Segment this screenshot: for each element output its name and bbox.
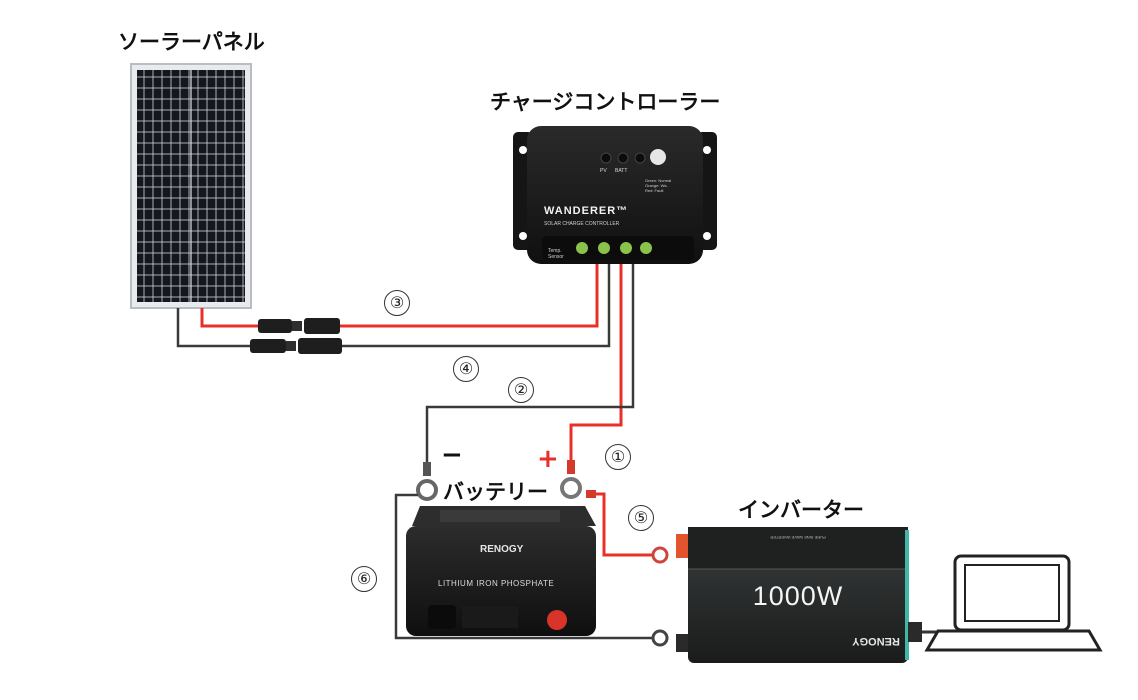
wire-number-6: ⑥ bbox=[351, 566, 377, 592]
wire-number-3: ③ bbox=[384, 290, 410, 316]
solar-panel bbox=[130, 63, 252, 309]
wire-number-4: ④ bbox=[453, 356, 479, 382]
wire-5-positive bbox=[596, 492, 669, 564]
plus-sign: + bbox=[537, 444, 559, 474]
solar-panel-label: ソーラーパネル bbox=[118, 30, 265, 54]
wire-6-negative bbox=[394, 493, 669, 647]
status-line-2: Orange: Wa.. bbox=[645, 183, 669, 188]
charge-controller-label: チャージコントローラー bbox=[490, 90, 721, 114]
mc4-connector-negative bbox=[250, 338, 342, 354]
inverter-rating: 1000W bbox=[753, 581, 844, 611]
status-line-3: Red: Fault bbox=[645, 188, 664, 193]
led-pv-label: PV bbox=[600, 168, 607, 174]
battery-label: バッテリー bbox=[443, 480, 548, 504]
battery-terminal-positive bbox=[560, 460, 596, 499]
temp-sensor-label-2: Sensor bbox=[548, 254, 564, 260]
status-line-1: Green: Normal bbox=[645, 178, 671, 183]
mc4-connector-positive bbox=[258, 318, 340, 334]
inverter-top-text: PURE SINE WAVE INVERTER bbox=[770, 535, 825, 540]
wire-1-positive bbox=[569, 262, 623, 464]
minus-sign: − bbox=[441, 440, 463, 470]
controller-subtitle: SOLAR CHARGE CONTROLLER bbox=[544, 221, 620, 227]
temp-sensor-label-1: Temp. bbox=[548, 248, 562, 254]
battery-brand: RENOGY bbox=[480, 544, 524, 555]
wire-number-2: ② bbox=[508, 377, 534, 403]
inverter-brand: RENOGY bbox=[852, 635, 900, 647]
wire-4-negative bbox=[176, 262, 611, 348]
wire-number-1: ① bbox=[605, 444, 631, 470]
battery-type: LITHIUM IRON PHOSPHATE bbox=[438, 579, 554, 588]
laptop bbox=[924, 554, 1103, 652]
battery-terminal-negative bbox=[402, 462, 438, 501]
charge-controller bbox=[513, 126, 717, 264]
wire-2-negative bbox=[425, 262, 635, 466]
controller-brand: WANDERER™ bbox=[544, 205, 628, 217]
wire-3-positive bbox=[200, 262, 599, 328]
battery bbox=[406, 506, 596, 636]
wire-number-5: ⑤ bbox=[628, 505, 654, 531]
inverter-label: インバーター bbox=[738, 498, 864, 522]
inverter bbox=[676, 527, 942, 663]
led-batt-label: BATT bbox=[615, 168, 627, 174]
